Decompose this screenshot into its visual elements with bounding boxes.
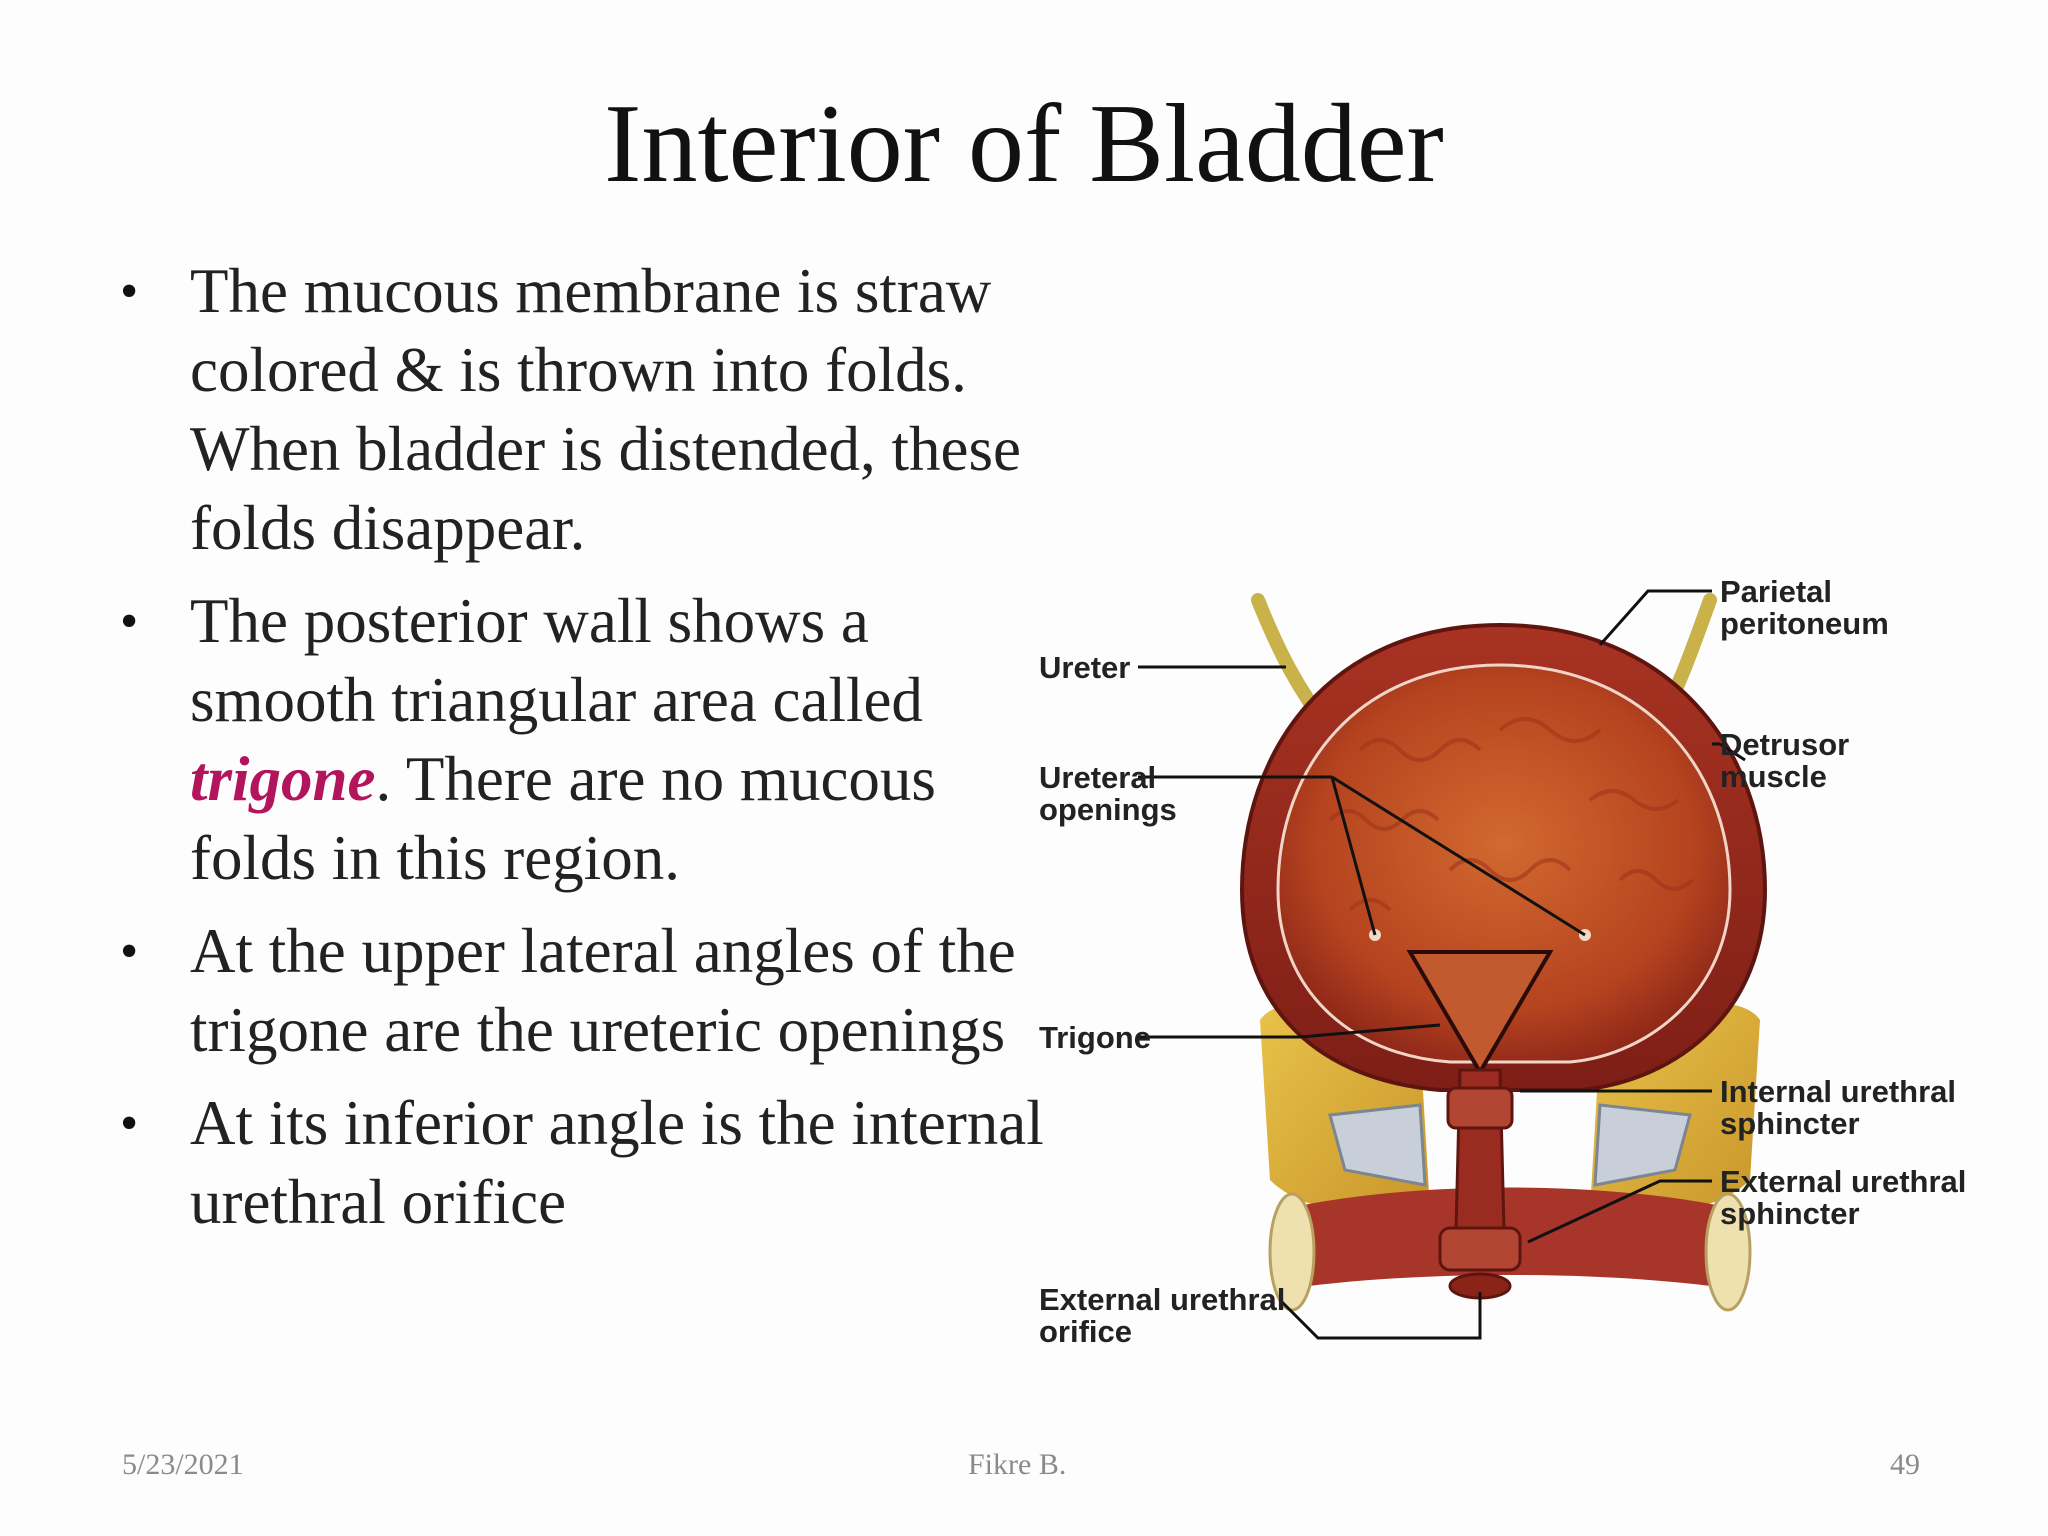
trigone-term: trigone (190, 744, 376, 814)
bladder-lumen (1276, 663, 1732, 1064)
mucosal-folds (1328, 717, 1694, 912)
label-trigone: Trigone (1039, 1020, 1151, 1055)
bladder-illustration: Ureter Ureteral openings Trigone Externa… (1039, 574, 1966, 1349)
bullet-dot-icon: • (120, 263, 139, 320)
footer-date: 5/23/2021 (122, 1448, 244, 1481)
bullet-item: • The mucous membrane is straw colored &… (112, 252, 1062, 568)
footer-page-number: 49 (1890, 1448, 1920, 1481)
label-detrusor-muscle-1: Detrusor (1720, 727, 1849, 762)
label-external-orifice-1: External urethral (1039, 1282, 1285, 1317)
slide-title: Interior of Bladder (604, 82, 1444, 206)
label-external-sphincter-1: External urethral (1720, 1164, 1966, 1199)
label-internal-sphincter-2: sphincter (1720, 1106, 1860, 1141)
label-ureteral-openings-2: openings (1039, 792, 1177, 827)
external-urethral-sphincter (1438, 1226, 1522, 1272)
bullet-dot-icon: • (120, 923, 139, 980)
label-external-orifice-2: orifice (1039, 1314, 1132, 1349)
bullet-item: • At the upper lateral angles of the tri… (112, 912, 1062, 1070)
label-ureteral-openings-1: Ureteral (1039, 760, 1156, 795)
label-external-sphincter-2: sphincter (1720, 1196, 1860, 1231)
bullet-text: At its inferior angle is the internal ur… (190, 1088, 1044, 1237)
label-internal-sphincter-1: Internal urethral (1720, 1074, 1956, 1109)
leader-lines (1138, 589, 1746, 1340)
ligament-right (1593, 1103, 1692, 1187)
label-detrusor-muscle-2: muscle (1720, 759, 1827, 794)
trigone-area (1406, 950, 1554, 1076)
bullet-list: • The mucous membrane is straw colored &… (112, 252, 1062, 1256)
internal-urethral-sphincter (1446, 1086, 1514, 1130)
ligament-left (1328, 1103, 1427, 1187)
bullet-text-before: The posterior wall shows a smooth triang… (190, 586, 923, 735)
pubic-bone-right (1704, 1192, 1752, 1312)
bullet-text: The mucous membrane is straw colored & i… (190, 256, 1021, 563)
bullet-dot-icon: • (120, 593, 139, 650)
bullet-item: • At its inferior angle is the internal … (112, 1084, 1062, 1242)
label-parietal-peritoneum-1: Parietal (1720, 574, 1832, 609)
bullet-text: At the upper lateral angles of the trigo… (190, 916, 1016, 1065)
bullet-item: • The posterior wall shows a smooth tria… (112, 582, 1062, 898)
label-ureter: Ureter (1039, 650, 1130, 685)
bullet-dot-icon: • (120, 1095, 139, 1152)
bullet-text-after: . There are no mucous folds in this regi… (190, 744, 936, 893)
footer-author: Fikre B. (968, 1448, 1067, 1481)
label-parietal-peritoneum-2: peritoneum (1720, 606, 1889, 641)
